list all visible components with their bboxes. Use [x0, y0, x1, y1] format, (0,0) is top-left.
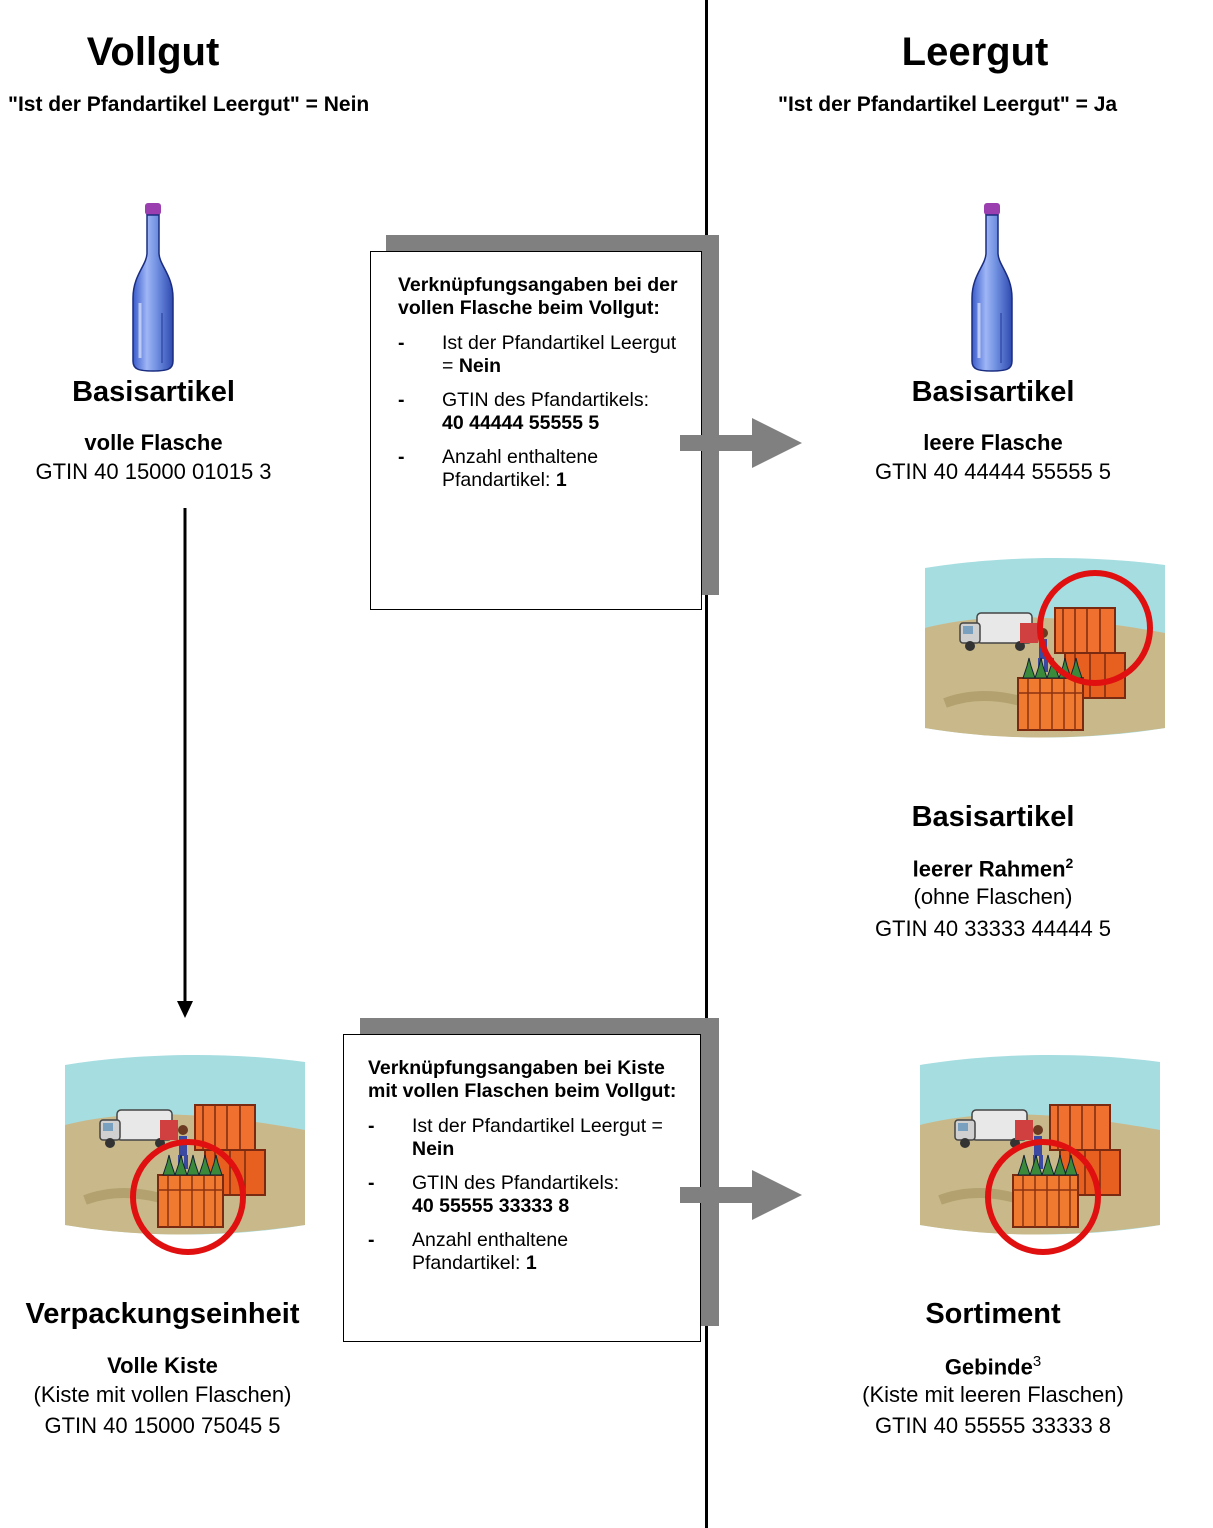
left-volle-kiste-name: Volle Kiste — [107, 1353, 218, 1378]
right-leerer-rahmen-gtin: GTIN 40 33333 44444 5 — [874, 916, 1112, 941]
highlight-circle-icon — [130, 1139, 246, 1255]
bottle-icon — [967, 203, 1017, 373]
right-leerer-rahmen-name: leerer Rahmen2 — [912, 855, 1074, 882]
crate-truck-icon — [920, 1050, 1160, 1255]
column-divider — [705, 0, 708, 1528]
box1-item-gtin: -GTIN des Pfandartikels:40 44444 55555 5 — [398, 389, 649, 434]
right-gebinde-name: Gebinde3 — [944, 1353, 1042, 1380]
left-basisartikel-category: Basisartikel — [72, 376, 235, 408]
right-sortiment-category: Sortiment — [925, 1298, 1061, 1330]
box1-linking-info: Verknüpfungsangaben bei der vollen Flasc… — [370, 251, 702, 610]
vollgut-title: Vollgut — [86, 30, 220, 74]
box2-item-anzahl: -Anzahl enthaltene Pfandartikel: 1 — [368, 1229, 569, 1274]
crate-truck-icon — [65, 1050, 305, 1255]
leergut-subtitle: "Ist der Pfandartikel Leergut" = Ja — [778, 93, 1118, 116]
right-arrow-icon — [680, 418, 802, 468]
right-leere-flasche-name: leere Flasche — [923, 430, 1063, 455]
box1-item-leergut: -Ist der Pfandartikel Leergut = Nein — [398, 332, 677, 377]
box2-item-gtin: -GTIN des Pfandartikels:40 55555 33333 8 — [368, 1172, 619, 1217]
box2-heading: Verknüpfungsangaben bei Kiste mit vollen… — [368, 1057, 677, 1102]
highlight-circle-icon — [1037, 570, 1153, 686]
box1-heading: Verknüpfungsangaben bei der vollen Flasc… — [398, 274, 678, 319]
vollgut-subtitle: "Ist der Pfandartikel Leergut" = Nein — [8, 93, 370, 116]
left-verpackungseinheit-category: Verpackungseinheit — [25, 1298, 300, 1330]
crate-truck-icon — [925, 553, 1165, 768]
right-gebinde-gtin: GTIN 40 55555 33333 8 — [874, 1413, 1112, 1438]
box2-item-leergut: -Ist der Pfandartikel Leergut = Nein — [368, 1115, 663, 1160]
left-volle-kiste-note: (Kiste mit vollen Flaschen) — [33, 1382, 292, 1407]
box1-item-anzahl: -Anzahl enthaltene Pfandartikel: 1 — [398, 446, 599, 491]
right-leerer-rahmen-note: (ohne Flaschen) — [913, 884, 1073, 909]
left-volle-flasche-gtin: GTIN 40 15000 01015 3 — [35, 459, 272, 484]
right-arrow-icon — [680, 1170, 802, 1220]
right-gebinde-note: (Kiste mit leeren Flaschen) — [862, 1382, 1124, 1407]
highlight-circle-icon — [985, 1139, 1101, 1255]
right-leere-flasche-gtin: GTIN 40 44444 55555 5 — [874, 459, 1112, 484]
box2-linking-info: Verknüpfungsangaben bei Kiste mit vollen… — [343, 1034, 701, 1342]
left-volle-flasche-name: volle Flasche — [84, 430, 223, 455]
down-arrow-icon — [177, 508, 193, 1018]
left-volle-kiste-gtin: GTIN 40 15000 75045 5 — [44, 1413, 281, 1438]
right-basisartikel-category: Basisartikel — [911, 376, 1075, 408]
bottle-icon — [128, 203, 178, 373]
right-basisartikel2-category: Basisartikel — [911, 801, 1075, 833]
leergut-title: Leergut — [901, 30, 1049, 74]
